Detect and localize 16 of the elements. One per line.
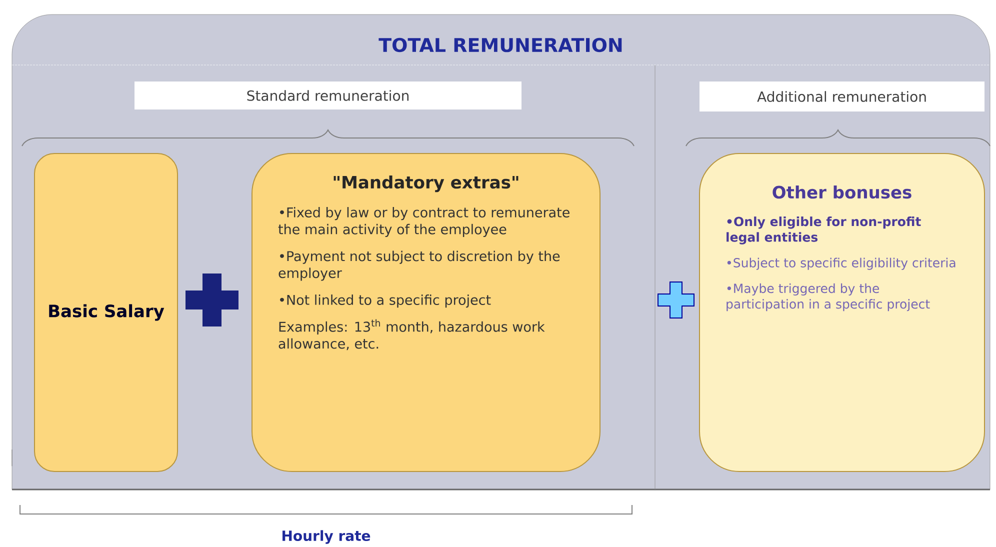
bullet-text: •Subject to specific eligibility criteria [727,258,956,270]
bullet-text: •Only eligible for non-profit legal entities [726,216,921,244]
component-box: Basic Salary [34,153,178,472]
bullet-text: •Not linked to a specific project [280,294,491,308]
section-label: Standard remuneration [134,82,522,110]
component-box [699,153,985,472]
box-heading: Other bonuses [772,186,912,199]
bullet-text: •Fixed by law or by contract to remunerate the main activity of the employee [278,207,570,237]
box-heading: "Mandatory extras" [334,176,518,192]
bullet-text: •Payment not subject to discretion by the employer [278,250,560,281]
section-label: Additional remuneration [700,82,984,112]
bracket-label: Hourly rate [282,530,370,544]
bullet-text: •Maybe triggered by the participation in a specific project [726,283,930,312]
bullet-text: Examples: 13$^{th}$ month, hazardous work allowance, etc. [278,319,545,350]
component-box [252,153,600,472]
title-text: TOTAL REMUNERATION [378,38,622,52]
